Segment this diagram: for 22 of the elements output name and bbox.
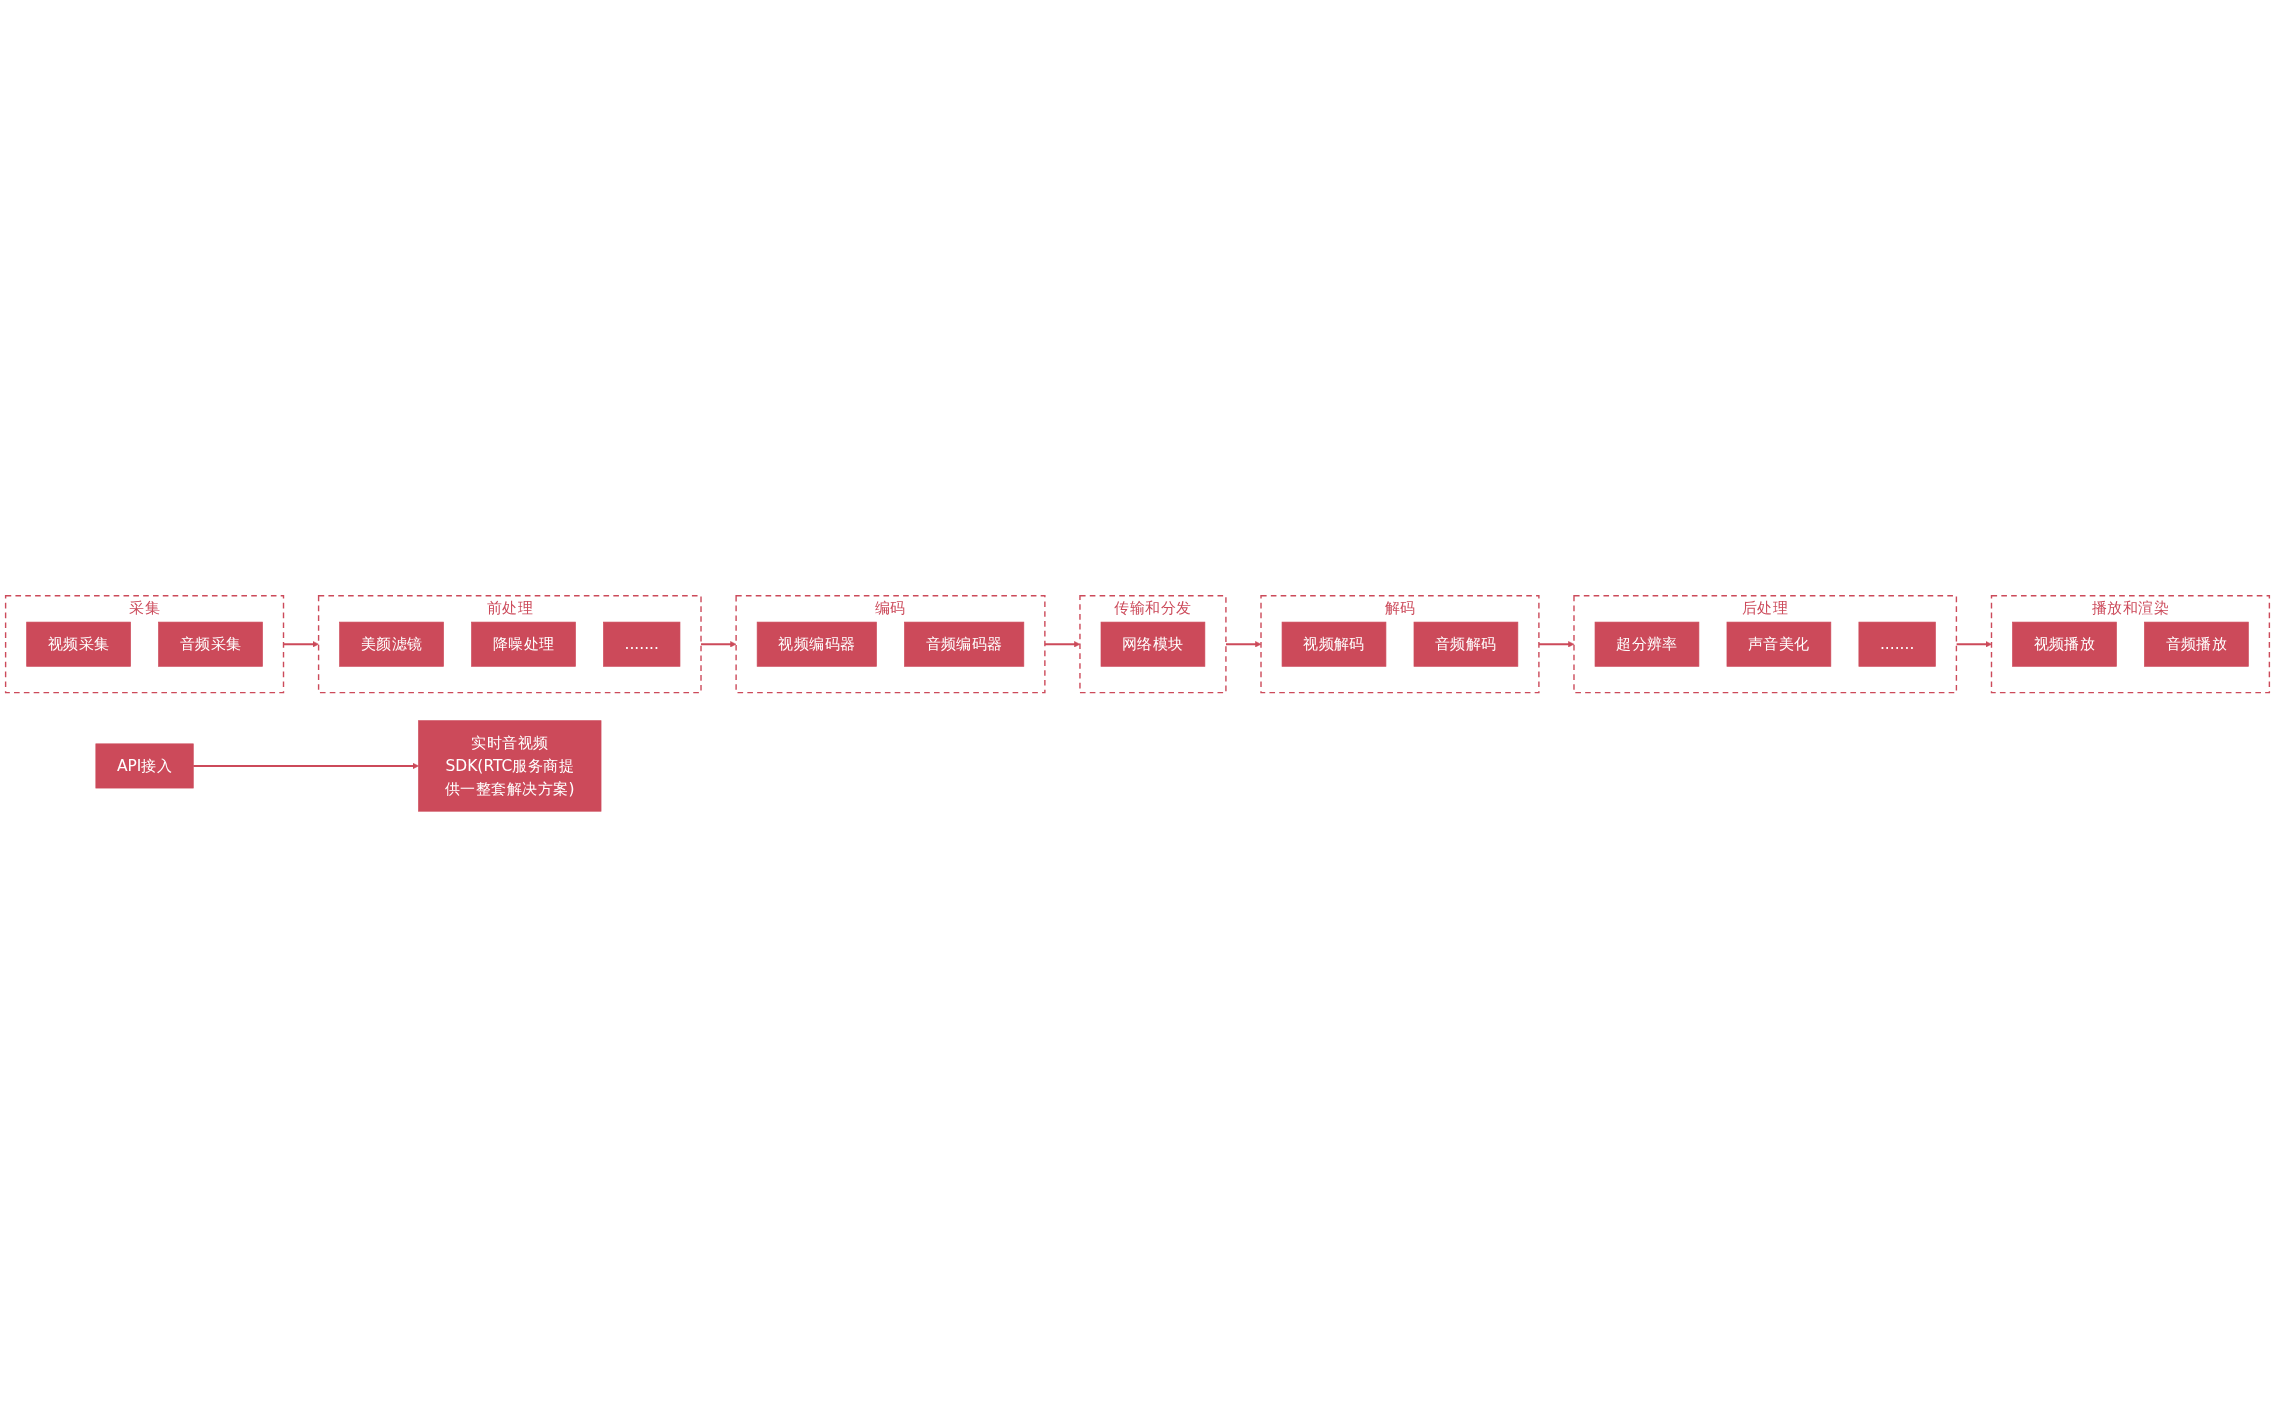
arrow xyxy=(193,762,419,770)
node-box: 超分辨率 xyxy=(1594,621,1700,667)
arrow xyxy=(283,641,319,648)
arrow xyxy=(1956,641,1992,648)
node-box: 视频解码 xyxy=(1281,621,1387,667)
node-box: 视频播放 xyxy=(2012,621,2117,667)
node-box: 网络模块 xyxy=(1100,621,1206,667)
arrow xyxy=(1225,641,1262,648)
node-box: 音频编码器 xyxy=(904,621,1025,667)
node-box: 视频编码器 xyxy=(756,621,877,667)
node-box: 音频解码 xyxy=(1413,621,1519,667)
node-box: 美颜滤镜 xyxy=(339,621,444,667)
node-box: 实时音视频SDK(RTC服务商提供一整套解决方案) xyxy=(418,720,602,812)
node-box: ....... xyxy=(603,621,681,667)
node-box: 降噪处理 xyxy=(471,621,576,667)
node-box: API接入 xyxy=(95,743,194,789)
arrow xyxy=(701,641,737,648)
node-box: 音频播放 xyxy=(2144,621,2249,667)
node-box: 音频采集 xyxy=(158,621,263,667)
node-box: ....... xyxy=(1858,621,1936,667)
node-box: 声音美化 xyxy=(1726,621,1832,667)
node-box: 视频采集 xyxy=(26,621,131,667)
